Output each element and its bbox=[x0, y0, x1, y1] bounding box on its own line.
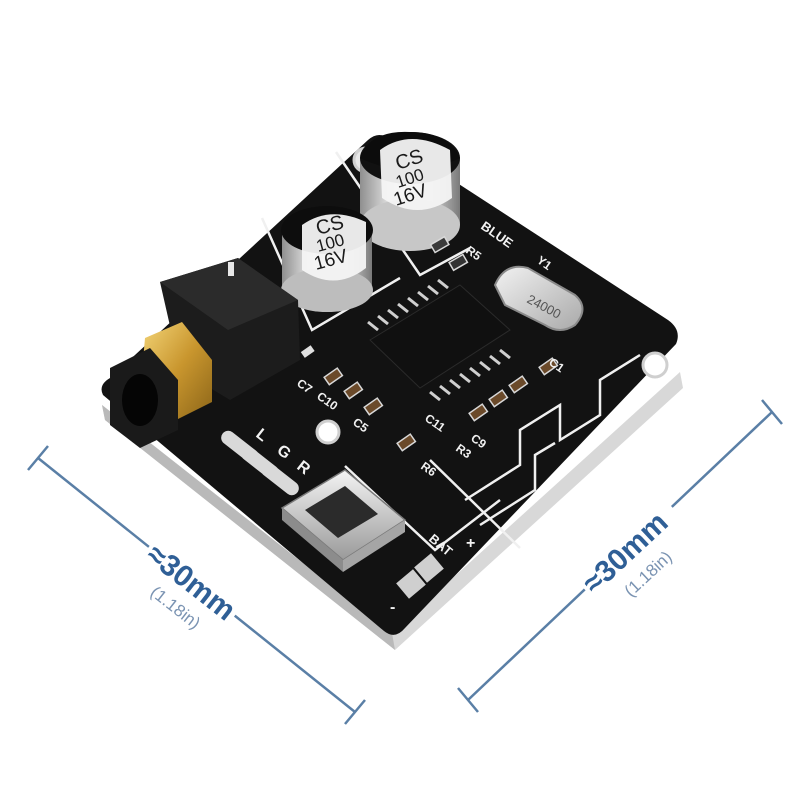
smd-components bbox=[300, 235, 559, 452]
silkscreen-outlines bbox=[260, 151, 641, 552]
crystal-oscillator: 24000 bbox=[493, 265, 584, 331]
main-chip bbox=[367, 278, 511, 402]
pcb-board bbox=[101, 134, 683, 650]
audio-pads bbox=[221, 430, 299, 496]
battery-pads bbox=[396, 553, 444, 599]
electrolytic-capacitor: CS 100 16V bbox=[281, 206, 373, 312]
label-plus: + bbox=[466, 535, 475, 552]
dimension-right: ≈30mm (1.18in) bbox=[457, 399, 783, 713]
label-minus: - bbox=[390, 599, 395, 616]
audio-jack bbox=[110, 258, 300, 448]
electrolytic-capacitor: CS 100 16V bbox=[360, 131, 460, 251]
micro-usb-port bbox=[280, 469, 407, 572]
